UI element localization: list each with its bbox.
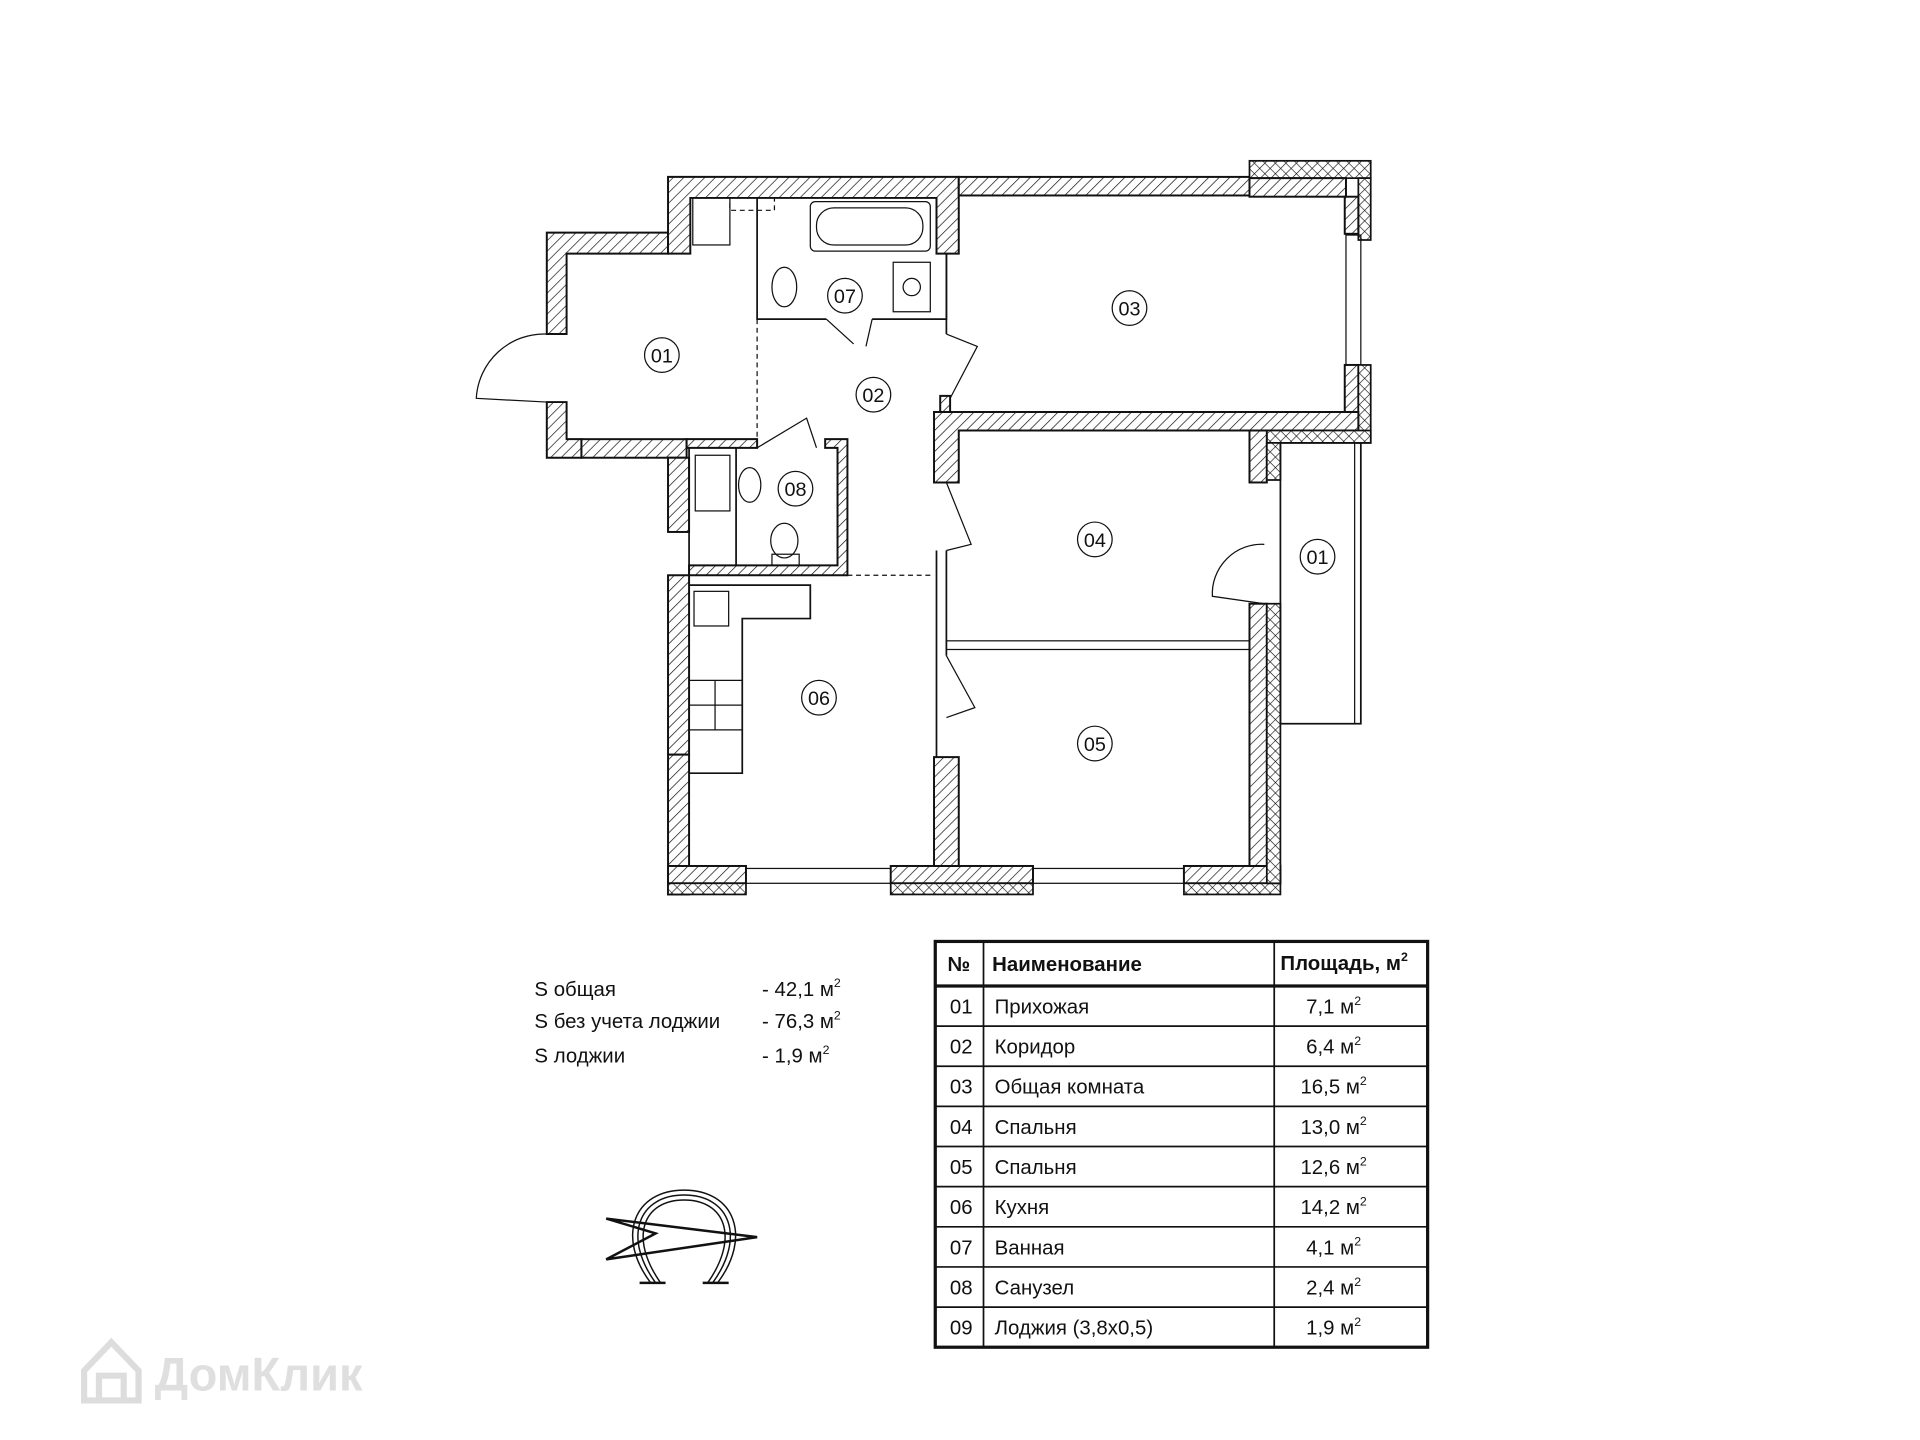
row-name: Коридор — [995, 1037, 1076, 1059]
row-area: 6,4 м2 — [1306, 1034, 1361, 1059]
domclick-watermark: ДомКлик — [81, 1337, 363, 1404]
table-row: 03 Общая комната 16,5 м2 — [935, 1074, 1428, 1108]
row-name: Спальня — [995, 1157, 1077, 1179]
table-row: 09 Лоджия (3,8x0,5) 1,9 м2 — [950, 1315, 1361, 1340]
room-marker-08: 08 — [777, 470, 814, 507]
floor-plan: 01 02 03 04 05 06 07 08 01 — [475, 159, 1372, 896]
svg-text:04: 04 — [1084, 530, 1106, 552]
svg-text:03: 03 — [1118, 298, 1140, 320]
house-logo-icon — [81, 1337, 142, 1404]
room-marker-loggia: 01 — [1299, 538, 1336, 575]
row-name: Кухня — [995, 1197, 1050, 1219]
table-row: 05 Спальня 12,6 м2 — [935, 1154, 1428, 1188]
row-name: Общая комната — [995, 1077, 1145, 1099]
row-number: 09 — [950, 1318, 973, 1340]
row-number: 07 — [950, 1237, 973, 1259]
svg-text:08: 08 — [784, 479, 806, 501]
summary-value: - 76,3 м2 — [762, 1008, 841, 1033]
table-row: 01 Прихожая 7,1 м2 — [935, 994, 1428, 1027]
header-num: № — [947, 954, 970, 976]
summary-label: S без учета лоджии — [534, 1011, 720, 1033]
room-marker-03: 03 — [1111, 290, 1148, 326]
room-marker-07: 07 — [827, 277, 863, 314]
room-marker-05: 05 — [1076, 725, 1113, 762]
room-area-table: № Наименование Площадь, м2 01 Прихожая 7,1… — [933, 939, 1430, 1349]
area-summary: S общая - 42,1 м2 S без учета лоджии - 7… — [534, 976, 841, 1067]
row-area: 7,1 м2 — [1306, 994, 1361, 1019]
table-row: 07 Ванная 4,1 м2 — [935, 1235, 1428, 1268]
row-number: 08 — [950, 1277, 973, 1299]
room-markers: 01 02 03 04 05 06 07 08 01 — [643, 277, 1336, 762]
north-arrow-icon — [605, 1189, 758, 1285]
svg-text:06: 06 — [808, 688, 830, 710]
svg-text:01: 01 — [651, 345, 673, 367]
summary-label: S общая — [534, 979, 616, 1001]
row-area: 4,1 м2 — [1306, 1235, 1361, 1260]
room-marker-01: 01 — [643, 337, 680, 373]
row-number: 05 — [950, 1157, 973, 1179]
row-name: Санузел — [995, 1277, 1075, 1299]
table-row: 06 Кухня 14,2 м2 — [935, 1194, 1428, 1228]
room-marker-06: 06 — [801, 679, 837, 716]
table-row: 04 Спальня 13,0 м2 — [935, 1114, 1428, 1148]
row-area: 1,9 м2 — [1306, 1315, 1361, 1340]
row-name: Спальня — [995, 1117, 1077, 1139]
row-number: 04 — [950, 1117, 973, 1139]
table-row: 02 Коридор 6,4 м2 — [935, 1034, 1428, 1068]
svg-text:02: 02 — [862, 385, 884, 407]
summary-value: - 1,9 м2 — [762, 1043, 830, 1068]
row-number: 03 — [950, 1077, 973, 1099]
row-number: 02 — [950, 1037, 973, 1059]
room-marker-02: 02 — [855, 376, 892, 413]
table-row: 08 Санузел 2,4 м2 — [935, 1275, 1428, 1308]
row-area: 16,5 м2 — [1300, 1074, 1366, 1099]
header-name: Наименование — [992, 954, 1142, 976]
summary-label: S лоджии — [534, 1046, 625, 1068]
row-name: Лоджия (3,8x0,5) — [995, 1318, 1154, 1340]
row-number: 06 — [950, 1197, 973, 1219]
header-area: Площадь, м2 — [1280, 950, 1408, 975]
row-area: 2,4 м2 — [1306, 1275, 1361, 1300]
svg-text:05: 05 — [1084, 734, 1106, 756]
row-area: 13,0 м2 — [1300, 1114, 1366, 1139]
summary-value: - 42,1 м2 — [762, 976, 841, 1001]
row-number: 01 — [950, 996, 973, 1018]
svg-text:01: 01 — [1307, 547, 1329, 569]
row-name: Ванная — [995, 1237, 1065, 1259]
watermark-text: ДомКлик — [155, 1348, 363, 1401]
svg-text:07: 07 — [834, 286, 856, 308]
row-area: 14,2 м2 — [1300, 1194, 1366, 1219]
room-marker-04: 04 — [1076, 521, 1113, 558]
row-name: Прихожая — [995, 996, 1090, 1018]
row-area: 12,6 м2 — [1300, 1154, 1366, 1179]
